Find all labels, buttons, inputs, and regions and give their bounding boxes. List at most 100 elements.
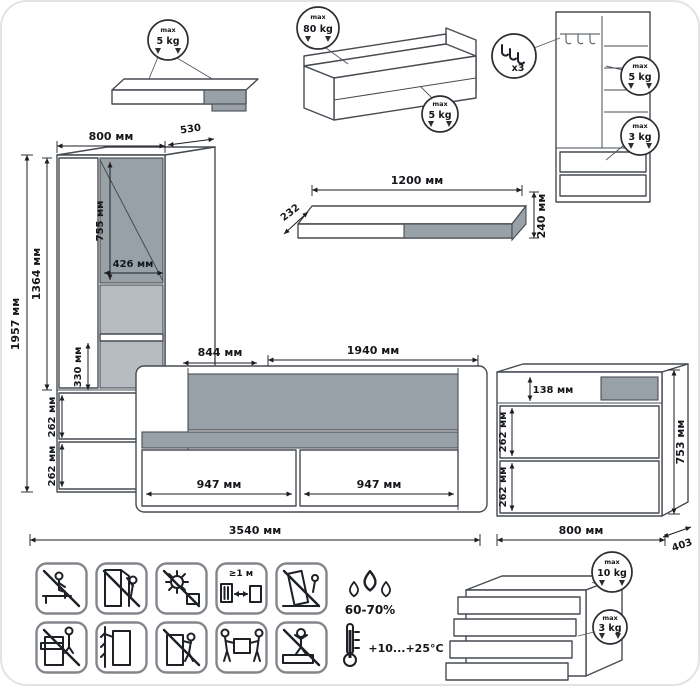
dim-label: 530 <box>180 123 202 137</box>
badge-max-label: max <box>310 13 326 21</box>
badge-max-label: max <box>432 100 448 108</box>
distance-label: ≥1 м <box>229 569 253 579</box>
dim-label: 800 мм <box>89 130 134 143</box>
dim-wardrobe-drawer1-height: 262 мм <box>47 395 65 438</box>
wardrobe-drawer <box>559 151 647 173</box>
dim-dresser-top-height: 138 мм <box>527 377 574 401</box>
wall-shelf-top <box>111 78 259 91</box>
badge-value: 5 kg <box>628 72 651 83</box>
dim-label: 1200 мм <box>391 174 443 187</box>
dim-bed-length: 1940 мм <box>267 344 479 366</box>
dresser-gray-accent <box>600 376 659 401</box>
dim-wardrobe-total-height: 1957 мм <box>9 154 33 493</box>
badge-value: 80 kg <box>303 24 333 35</box>
hook-icon <box>500 44 509 57</box>
dim-bed-width: 844 мм <box>183 346 257 366</box>
hanger-hook-icon <box>589 34 596 45</box>
dim-dresser-drawer2-height: 262 мм <box>498 463 515 511</box>
dim-bed-drawer1-width: 947 мм <box>146 478 292 497</box>
main-shelf <box>297 204 527 242</box>
badge-max-label: max <box>604 558 620 566</box>
badge-max-label: max <box>632 62 648 70</box>
shelf-top-face <box>297 205 527 225</box>
dim-wardrobe-width: 800 мм <box>56 130 166 153</box>
wall-shelf-bracket <box>211 103 247 112</box>
badge-wardrobe-hooks: x3 <box>491 33 537 79</box>
dresser-open-drawer-1 <box>457 596 581 615</box>
badge-value: x3 <box>512 63 525 74</box>
temperature-condition: +10...+25°С <box>343 623 444 667</box>
badge-dresser-top-load: max 10 kg <box>591 551 633 593</box>
dim-label: 1364 мм <box>30 248 43 300</box>
dim-label: 262 мм <box>47 446 58 487</box>
dim-dresser-height: 753 мм <box>668 369 687 515</box>
care-icon-no-sitting <box>35 562 88 615</box>
humidity-value: 60-70% <box>345 603 395 617</box>
bed-base-strip <box>141 431 459 449</box>
dim-label: 3540 мм <box>229 524 281 537</box>
bed-backrest-panel <box>187 373 459 431</box>
badge-dresser-drawer-load: max 3 kg <box>592 609 628 645</box>
hanger-hook-icon <box>565 34 572 45</box>
dim-wardrobe-inner-width: 426 мм <box>104 259 163 276</box>
badge-wardrobe-drawer-load: max 3 kg <box>620 116 660 156</box>
thermometer-icon <box>343 623 360 667</box>
droplet-icon <box>363 569 377 592</box>
bed-drawer-1 <box>141 449 297 507</box>
badge-max-label: max <box>632 122 648 130</box>
dresser-example: max 10 kg max 3 kg <box>445 551 633 681</box>
dim-wardrobe-gray-door-height: 755 мм <box>95 162 113 280</box>
dim-label: 262 мм <box>498 412 509 453</box>
wardrobe-example: x3 max 5 kg max 3 kg <box>491 11 660 203</box>
dim-wardrobe-drawer2-height: 262 мм <box>47 444 65 487</box>
dresser-open-drawer-4 <box>445 662 569 681</box>
badge-max-label: max <box>160 26 176 34</box>
dim-wardrobe-niche-height: 330 мм <box>73 343 91 390</box>
dim-label: 1940 мм <box>347 344 399 357</box>
badge-value: 10 kg <box>597 568 627 579</box>
badge-value: 5 kg <box>156 36 179 47</box>
care-icon-no-tipping <box>275 562 328 615</box>
dresser-drawer-2 <box>499 460 660 514</box>
wall-shelf-example: max 5 kg <box>111 19 259 112</box>
dim-dresser-width: 800 мм <box>496 524 666 546</box>
shelf-gray-panel <box>403 223 513 239</box>
wardrobe-body <box>555 11 651 203</box>
dresser-open-drawer-3 <box>449 640 573 659</box>
dim-shelf-length: 1200 мм <box>311 174 523 196</box>
dim-shelf-height: 240 мм <box>529 191 548 239</box>
dim-label: 403 <box>671 537 694 554</box>
wardrobe-drawer <box>559 174 647 197</box>
bed-drawer-2 <box>299 449 459 507</box>
dresser-drawer-1 <box>499 405 660 459</box>
dim-label: 947 мм <box>357 478 402 491</box>
dim-label: 138 мм <box>533 385 574 396</box>
droplet-icon <box>381 580 391 598</box>
main-bed <box>135 365 488 513</box>
temperature-value: +10...+25°С <box>368 642 443 655</box>
wardrobe-left-door <box>58 157 99 389</box>
dim-label: 800 мм <box>559 524 604 537</box>
dim-wardrobe-door-height: 1364 мм <box>30 157 52 391</box>
droplet-icon <box>349 580 359 598</box>
dim-wardrobe-depth: 530 <box>167 123 215 147</box>
care-icon-no-direct-sunlight <box>155 562 208 615</box>
bed-example: max 80 kg max 5 kg <box>296 6 477 133</box>
dresser-top-face <box>496 363 689 373</box>
dim-label: 426 мм <box>113 259 154 270</box>
care-icon-no-dragging <box>155 621 208 674</box>
dim-label: 755 мм <box>95 201 106 242</box>
dim-label: 947 мм <box>197 478 242 491</box>
hook-icon <box>516 52 525 65</box>
care-icon-carry-two-people <box>215 621 268 674</box>
care-icon-anchor-to-wall <box>95 621 148 674</box>
hanger-hook-icon <box>577 34 584 45</box>
dresser-open-drawer-2 <box>453 618 577 637</box>
wardrobe-niche-shelf <box>99 333 164 342</box>
dim-total-length: 3540 мм <box>29 524 481 546</box>
badge-wardrobe-shelf-load: max 5 kg <box>620 56 660 96</box>
badge-value: 5 kg <box>428 110 451 121</box>
badge-bed-drawer-load: max 5 kg <box>421 95 459 133</box>
